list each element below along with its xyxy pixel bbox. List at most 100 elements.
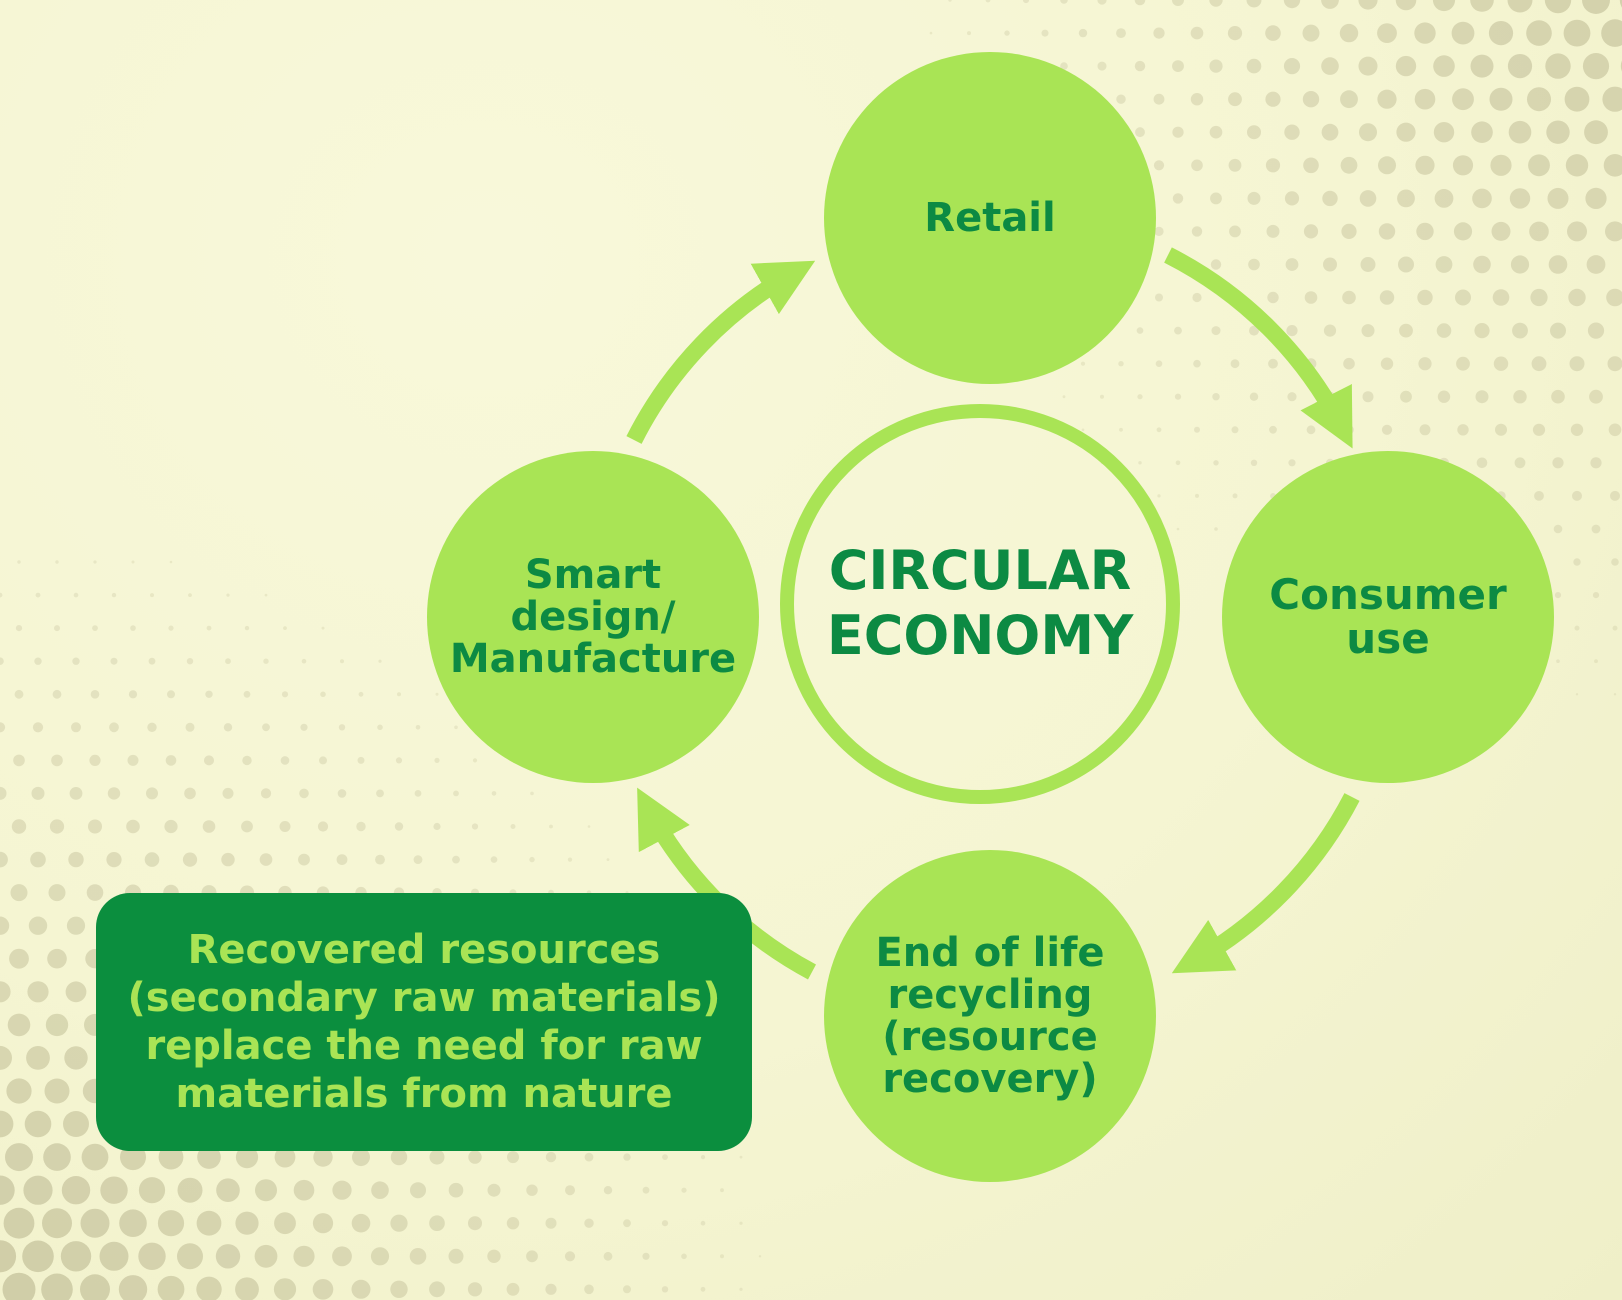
background-dot — [1153, 27, 1165, 39]
background-dot — [223, 723, 233, 732]
background-dot — [1062, 395, 1066, 399]
background-dot — [390, 1214, 408, 1232]
background-dot — [662, 1154, 668, 1160]
background-dot — [1360, 257, 1376, 272]
background-dot — [0, 1240, 17, 1273]
background-dot — [1547, 187, 1569, 209]
background-dot — [623, 1285, 631, 1294]
background-dot — [259, 853, 273, 866]
background-dot — [1228, 92, 1242, 107]
background-dot — [48, 884, 66, 902]
background-dot — [1416, 222, 1434, 241]
background-dot — [14, 689, 24, 699]
background-dot — [1550, 322, 1566, 339]
background-dot — [681, 1253, 687, 1260]
background-dot — [64, 1046, 88, 1070]
background-dot — [1138, 461, 1142, 465]
background-dot — [61, 1176, 91, 1205]
background-dot — [390, 1148, 408, 1166]
background-dot — [1400, 390, 1412, 403]
background-dot — [1472, 188, 1492, 209]
background-dot — [433, 822, 441, 831]
background-dot — [1453, 222, 1473, 241]
background-dot — [1508, 120, 1532, 144]
background-dot — [739, 1155, 743, 1159]
background-dot — [435, 692, 439, 696]
background-dot — [452, 855, 460, 864]
background-dot — [131, 560, 135, 564]
background-dot — [130, 625, 136, 631]
background-dot — [1287, 392, 1297, 402]
background-dot — [410, 1182, 426, 1199]
background-dot — [1530, 288, 1548, 307]
background-dot — [1605, 221, 1622, 242]
background-dot — [1582, 0, 1610, 14]
background-dot — [1227, 25, 1243, 41]
background-dot — [1172, 126, 1184, 138]
background-dot — [1321, 123, 1339, 141]
background-dot — [1575, 693, 1579, 696]
background-dot — [1378, 223, 1396, 240]
background-dot — [138, 1242, 166, 1271]
arrow-consumer-to-endoflife — [1171, 793, 1360, 974]
background-dot — [1134, 0, 1146, 6]
background-dot — [148, 657, 156, 665]
background-dot — [188, 593, 192, 597]
background-dot — [661, 1286, 669, 1293]
background-dot — [1529, 221, 1549, 242]
background-dot — [1552, 457, 1564, 469]
node-retail: Retail — [824, 52, 1156, 384]
background-dot — [51, 754, 63, 767]
node-consumer-use-label: Consumer use — [1269, 569, 1507, 663]
background-dot — [225, 658, 231, 665]
background-dot — [73, 592, 79, 598]
background-dot — [1451, 21, 1475, 45]
background-dot — [312, 1213, 334, 1234]
background-dot — [1172, 193, 1184, 204]
background-dot — [1175, 460, 1181, 466]
background-dot — [221, 852, 235, 867]
note-text: Recovered resources (secondary raw mater… — [127, 927, 721, 1117]
background-dot — [623, 1153, 631, 1161]
background-dot — [205, 690, 213, 698]
background-dot — [1134, 60, 1146, 72]
background-dot — [1157, 494, 1161, 498]
background-dot — [1452, 155, 1474, 176]
background-dot — [22, 1240, 54, 1273]
background-dot — [1191, 226, 1203, 237]
background-dot — [165, 755, 177, 766]
background-dot — [1358, 0, 1378, 10]
background-dot — [1247, 191, 1261, 205]
background-dot — [1512, 322, 1528, 339]
background-dot — [1489, 87, 1513, 111]
background-dot — [298, 853, 310, 866]
node-retail-label: Retail — [924, 195, 1056, 241]
background-dot — [1619, 0, 1622, 8]
background-dot — [1343, 357, 1355, 370]
background-dot — [758, 1255, 762, 1258]
background-dot — [1434, 189, 1454, 208]
background-dot — [1194, 426, 1200, 433]
background-dot — [0, 1110, 14, 1138]
background-dot — [1339, 23, 1359, 43]
background-dot — [1041, 29, 1049, 37]
background-dot — [32, 722, 44, 733]
background-dot — [1174, 326, 1182, 335]
background-dot — [603, 1186, 613, 1195]
background-dot — [52, 689, 62, 699]
background-dot — [1321, 57, 1339, 75]
background-dot — [1611, 558, 1619, 566]
background-dot — [1546, 120, 1570, 144]
background-dot — [1495, 423, 1507, 436]
background-dot — [429, 1215, 445, 1231]
background-dot — [6, 1078, 32, 1104]
background-dot — [1433, 122, 1455, 143]
background-dot — [169, 560, 173, 564]
background-dot — [274, 1146, 296, 1168]
background-dot — [0, 1175, 15, 1205]
background-dot — [603, 1251, 613, 1261]
background-dot — [1567, 221, 1587, 242]
background-dot — [1377, 89, 1397, 109]
background-dot — [1249, 325, 1259, 336]
background-dot — [167, 690, 175, 699]
